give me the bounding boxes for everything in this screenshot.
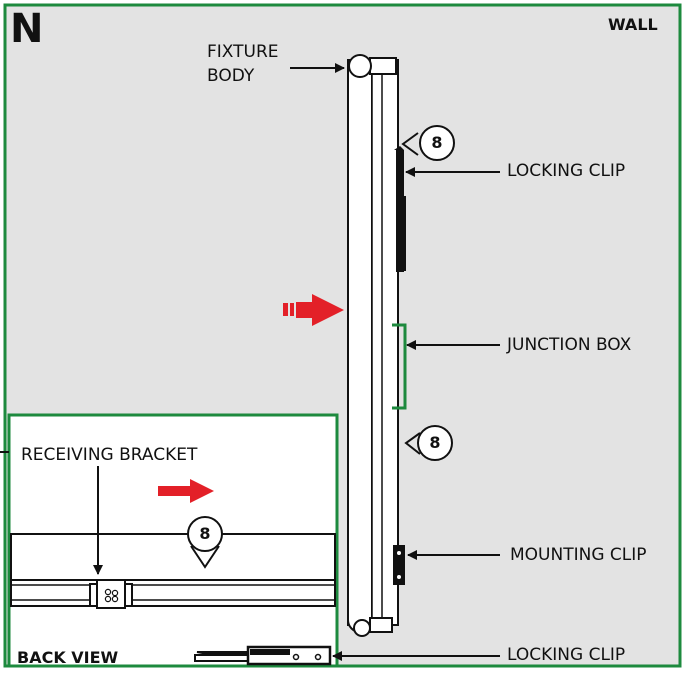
back-view-channel xyxy=(10,533,336,607)
step-bubble-inset xyxy=(187,516,223,569)
junction-box-outline xyxy=(392,323,407,410)
step-bubble-mid xyxy=(404,425,453,461)
junction-box-label: JUNCTION BOX xyxy=(507,335,632,355)
fixture-body-label-line2: BODY xyxy=(207,66,255,86)
slide-arrow-icon xyxy=(158,479,214,503)
step-number-mid: 8 xyxy=(429,433,441,452)
locking-clip-bottom-label: LOCKING CLIP xyxy=(507,645,626,665)
locking-clip-bottom-icon xyxy=(194,645,332,666)
fixture-body-label-line1: FIXTURE xyxy=(207,42,279,62)
locking-clip-top-icon xyxy=(394,146,406,272)
mounting-clip-icon xyxy=(393,545,405,585)
receiving-bracket-label: RECEIVING BRACKET xyxy=(21,445,198,465)
step-number-top: 8 xyxy=(431,133,443,152)
fixture-body xyxy=(347,54,399,637)
panel-letter: N xyxy=(10,6,44,52)
mounting-clip-label: MOUNTING CLIP xyxy=(510,545,647,565)
back-view-label: BACK VIEW xyxy=(17,648,119,667)
locking-clip-top-label: LOCKING CLIP xyxy=(507,161,626,181)
push-arrow-icon xyxy=(283,294,344,326)
step-bubble-top xyxy=(401,125,455,161)
leader-lines xyxy=(290,63,500,661)
wall-label: WALL xyxy=(608,15,658,34)
step-number-inset: 8 xyxy=(199,524,211,543)
receiving-bracket-icon xyxy=(89,579,133,609)
